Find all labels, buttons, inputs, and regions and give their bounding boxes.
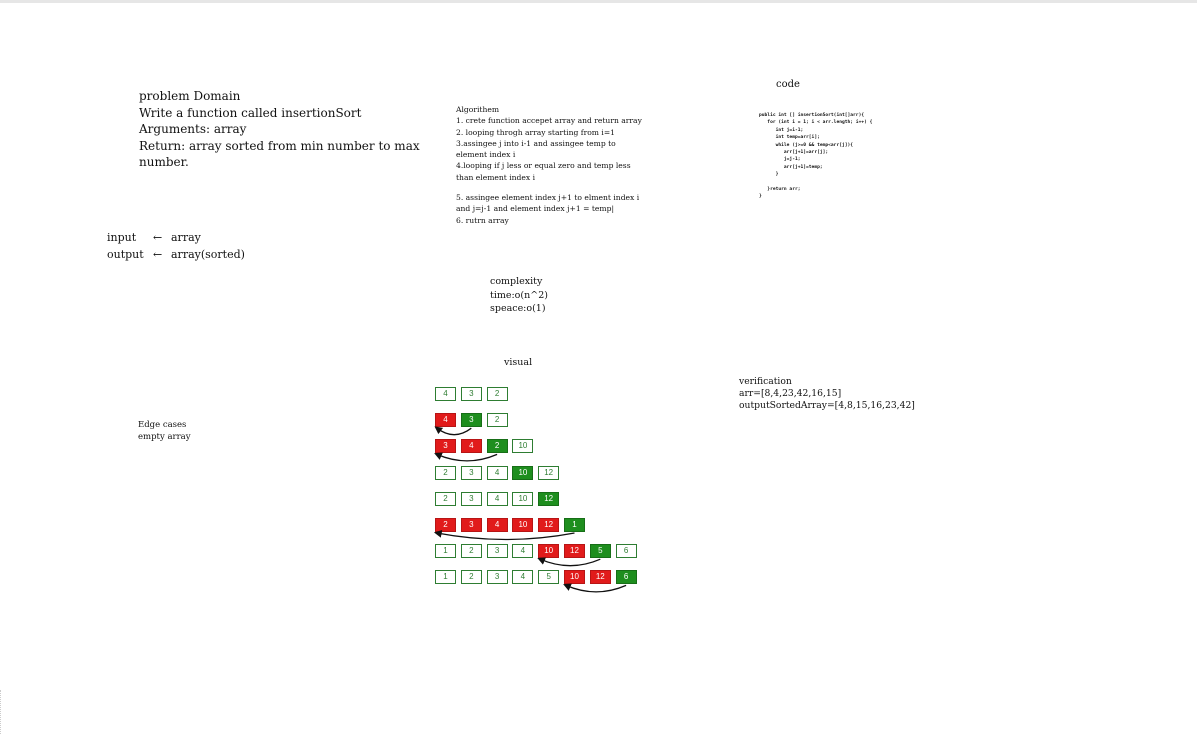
input-value: array <box>171 231 201 244</box>
array-cell: 12 <box>538 491 560 506</box>
array-cell: 4 <box>460 439 482 454</box>
array-cell: 10 <box>512 465 534 480</box>
array-cell: 12 <box>564 544 585 559</box>
array-cell: 3 <box>486 544 508 559</box>
algorithm-step: 2. looping throgh array starting from i=… <box>456 127 616 137</box>
algorithm-step: than element index i <box>456 172 536 182</box>
swap-arrow <box>537 557 601 567</box>
problem-task: Write a function called insertionSort <box>139 105 362 120</box>
array-cell: 12 <box>589 570 611 585</box>
algorithm-title: Algorithem <box>456 105 500 114</box>
array-cell: 10 <box>538 544 560 559</box>
array-cell: 10 <box>512 439 534 454</box>
complexity-time: time:o(n^2) <box>490 289 548 301</box>
verification-input: arr=[8,4,23,42,16,15] <box>739 388 842 399</box>
edge-cases: Edge cases empty array <box>138 419 191 443</box>
array-cell: 1 <box>435 544 456 559</box>
code-title: code <box>776 79 800 90</box>
algorithm: Algorithem 1. crete function accepet arr… <box>456 104 642 226</box>
array-cell: 3 <box>460 413 482 428</box>
array-cell: 12 <box>538 518 560 532</box>
top-bar <box>0 0 1197 3</box>
output-label: output <box>107 248 144 261</box>
array-cell: 4 <box>512 544 534 559</box>
complexity-space: speace:o(1) <box>490 303 546 314</box>
verification-output: outputSortedArray=[4,8,15,16,23,42] <box>739 400 915 411</box>
array-cell: 3 <box>460 491 482 506</box>
array-cell: 10 <box>512 491 534 506</box>
algorithm-step: 6. rutrn array <box>456 215 509 225</box>
array-cell: 2 <box>460 544 482 559</box>
algorithm-step: 3.assingee j into i-1 and assingee temp … <box>456 138 616 148</box>
problem-arguments: Arguments: array <box>139 122 247 136</box>
array-cell: 1 <box>564 518 585 532</box>
page-edge-mark <box>0 690 3 734</box>
array-cell: 10 <box>512 518 534 532</box>
input-output: input ← array output ← array(sorted) <box>107 229 245 263</box>
array-cell: 3 <box>435 439 456 454</box>
array-cell: 12 <box>538 465 560 480</box>
array-cell: 2 <box>460 570 482 585</box>
code-text: public int [] insertionSort(int[]arr){ f… <box>759 113 873 200</box>
array-cell: 5 <box>538 570 560 585</box>
swap-arrow <box>433 530 575 541</box>
complexity-title: complexity <box>490 276 543 287</box>
algorithm-step: element index i <box>456 150 516 160</box>
output-value: array(sorted) <box>171 248 245 261</box>
array-cell: 2 <box>435 465 456 480</box>
edge-case: empty array <box>138 432 191 442</box>
array-cell: 4 <box>486 491 508 506</box>
array-cell: 6 <box>615 570 637 585</box>
array-cell: 6 <box>615 544 637 559</box>
complexity: complexity time:o(n^2) speace:o(1) <box>490 275 548 316</box>
problem-title: problem Domain <box>139 89 241 103</box>
array-cell: 4 <box>435 387 456 401</box>
output-row: output ← array(sorted) <box>107 246 245 263</box>
algorithm-gap <box>456 183 642 192</box>
swap-arrow <box>434 426 472 436</box>
algorithm-step: 1. crete function accepet array and retu… <box>456 116 642 126</box>
array-cell: 3 <box>460 518 482 532</box>
verification: verification arr=[8,4,23,42,16,15] outpu… <box>739 376 915 412</box>
input-label: input <box>107 231 137 244</box>
array-cell: 4 <box>512 570 534 585</box>
array-cell: 3 <box>460 387 482 401</box>
visual-title: visual <box>504 357 533 368</box>
array-cell: 2 <box>486 413 508 428</box>
array-cell: 5 <box>589 544 611 559</box>
swap-arrow <box>434 452 498 462</box>
array-cell: 3 <box>460 465 482 480</box>
code-block: public int [] insertionSort(int[]arr){ f… <box>759 112 872 201</box>
algorithm-step: and j=j-1 and element index j+1 = temp| <box>456 204 615 214</box>
array-cell: 2 <box>486 439 508 454</box>
problem-domain: problem Domain Write a function called i… <box>139 88 429 171</box>
array-cell: 4 <box>486 465 508 480</box>
array-cell: 2 <box>486 387 508 401</box>
array-cell: 1 <box>435 570 456 585</box>
left-arrow-icon: ← <box>153 231 163 244</box>
array-cell: 2 <box>435 518 456 532</box>
array-cell: 3 <box>486 570 508 585</box>
verification-title: verification <box>739 376 792 387</box>
input-row: input ← array <box>107 229 245 246</box>
array-cell: 2 <box>435 491 456 506</box>
swap-arrow <box>563 583 627 593</box>
algorithm-step: 4.looping if j less or equal zero and te… <box>456 161 631 171</box>
array-cell: 4 <box>486 518 508 532</box>
left-arrow-icon: ← <box>153 248 163 261</box>
edge-title: Edge cases <box>138 420 187 430</box>
algorithm-step: 5. assingee element index j+1 to elment … <box>456 193 640 203</box>
array-cell: 10 <box>564 570 585 585</box>
array-cell: 4 <box>435 413 456 428</box>
problem-return: Return: array sorted from min number to … <box>139 138 420 170</box>
